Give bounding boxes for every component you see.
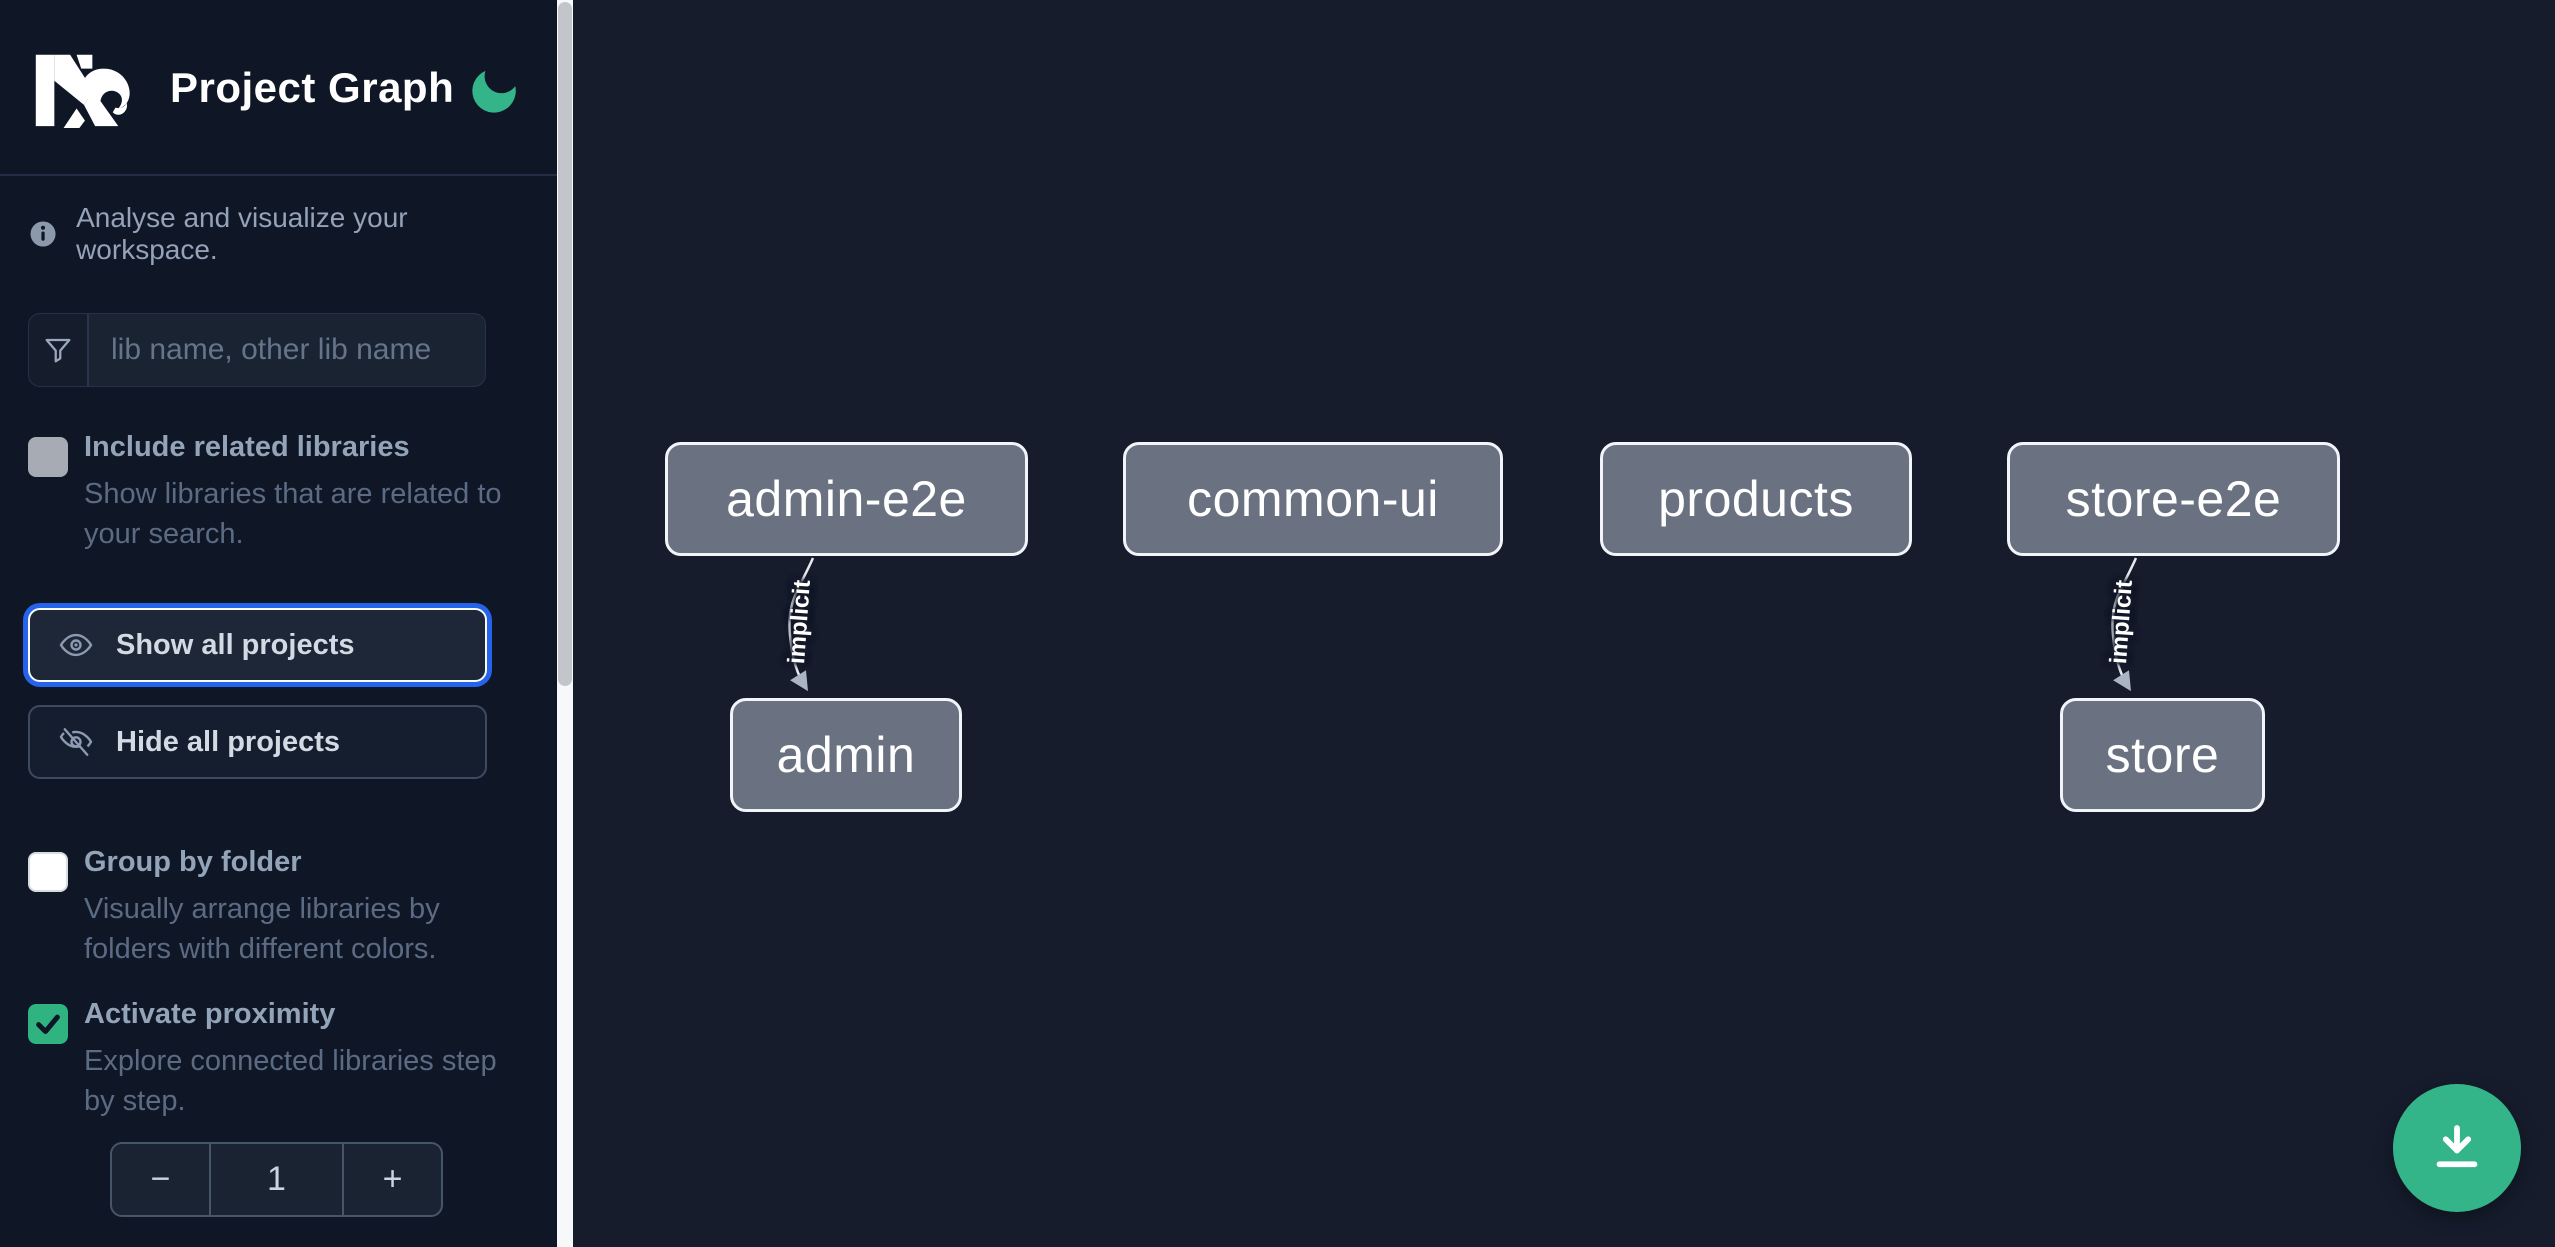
download-icon [2436,1125,2478,1168]
option-description: Visually arrange libraries by folders wi… [84,893,440,966]
activate-proximity-checkbox[interactable] [28,1004,68,1044]
sidebar-scrollbar-thumb[interactable] [558,2,572,686]
project-node-products[interactable]: products [1600,442,1912,556]
hide-all-projects-button[interactable]: Hide all projects [28,705,487,779]
increment-button[interactable]: + [341,1144,441,1215]
node-label: store [2105,727,2220,783]
info-icon [30,221,56,247]
check-icon [36,1014,60,1034]
edge-admin-e2e-admin [788,557,815,692]
proximity-depth-stepper: − 1 + [110,1142,443,1217]
graph-canvas[interactable]: admin-e2e common-ui products store-e2e a… [573,0,2555,1247]
option-include-related: Include related libraries Show libraries… [28,433,510,554]
option-title: Activate proximity [84,998,336,1030]
workspace-info: Analyse and visualize your workspace. [28,202,528,266]
project-node-admin[interactable]: admin [730,698,962,812]
include-related-checkbox[interactable] [28,437,68,477]
node-label: admin-e2e [726,471,967,527]
sidebar: Project Graph Analyse and visualize your… [0,0,557,1247]
theme-toggle-button[interactable] [462,60,526,124]
eye-off-icon [58,724,94,760]
hide-all-projects-label: Hide all projects [116,725,341,758]
decrement-button[interactable]: − [150,1160,171,1198]
option-title: Group by folder [84,846,302,878]
nx-logo [35,54,130,128]
edge-label-implicit: implicit [2105,579,2138,665]
filter-searchbox [28,313,486,387]
node-label: products [1658,471,1854,527]
option-description: Show libraries that are related to your … [84,478,502,551]
option-description: Explore connected libraries step by step… [84,1045,497,1118]
moon-icon [472,70,516,113]
show-all-projects-label: Show all projects [116,628,355,661]
eye-icon [58,627,94,663]
show-all-projects-button[interactable]: Show all projects [28,608,487,682]
option-activate-proximity: Activate proximity Explore connected lib… [28,1000,510,1121]
dependency-edges [788,557,2138,692]
project-node-admin-e2e[interactable]: admin-e2e [665,442,1028,556]
funnel-icon [29,314,89,386]
project-node-store-e2e[interactable]: store-e2e [2007,442,2340,556]
option-title: Include related libraries [84,431,410,463]
edge-store-e2e-store [2111,557,2138,692]
proximity-depth-value: 1 [209,1144,342,1215]
info-text: Analyse and visualize your workspace. [76,202,408,265]
group-by-folder-checkbox[interactable] [28,852,68,892]
sidebar-scrollbar-track[interactable] [557,0,573,1247]
download-graph-button[interactable] [2393,1084,2521,1212]
node-label: store-e2e [2065,471,2282,527]
search-input[interactable] [89,314,485,386]
node-label: common-ui [1187,471,1439,527]
sidebar-header: Project Graph [0,0,557,176]
page-title: Project Graph [170,64,455,111]
edge-label-implicit: implicit [783,579,816,665]
option-group-by-folder: Group by folder Visually arrange librari… [28,848,510,969]
node-label: admin [776,727,916,783]
project-node-common-ui[interactable]: common-ui [1123,442,1503,556]
project-node-store[interactable]: store [2060,698,2265,812]
